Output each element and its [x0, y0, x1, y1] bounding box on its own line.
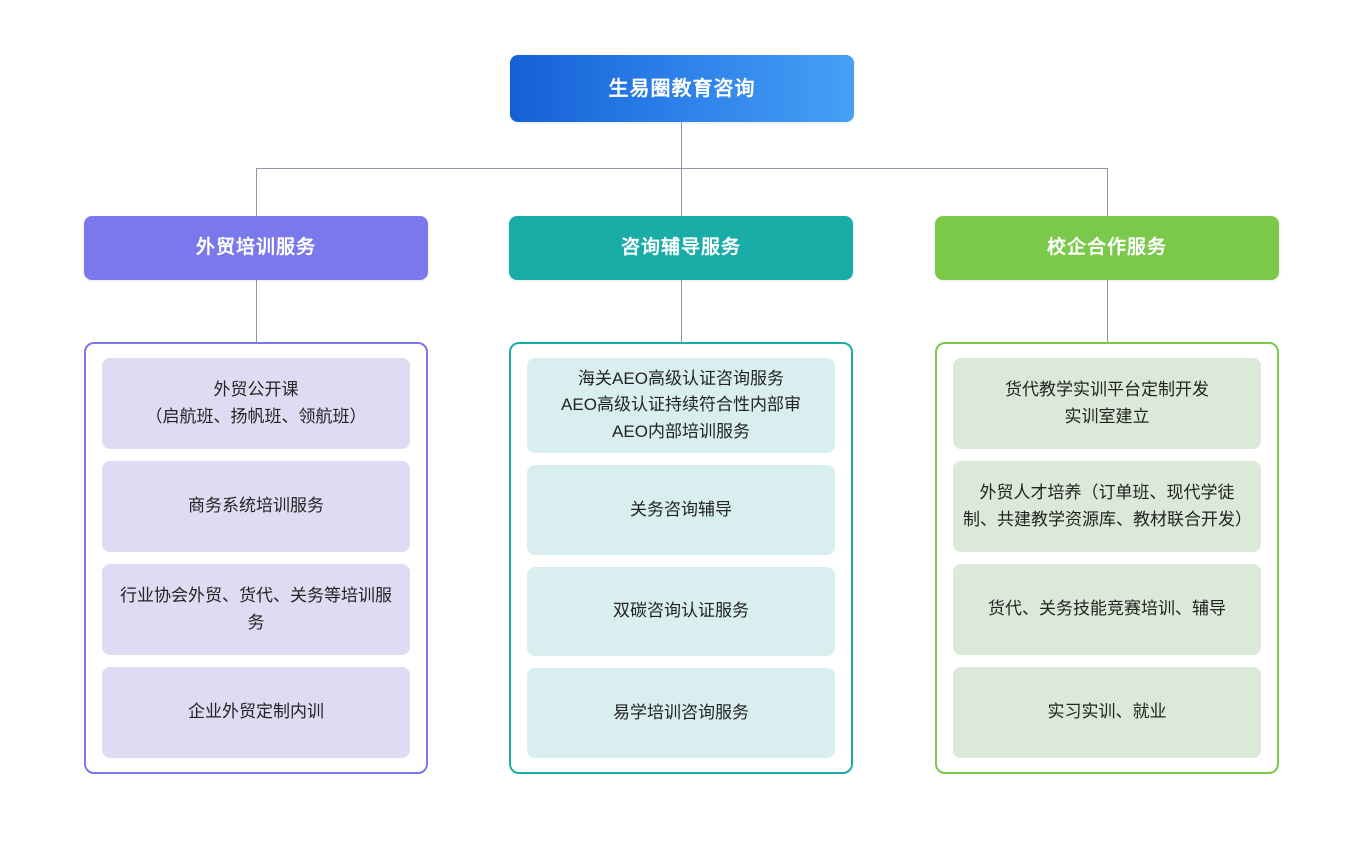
branch-panel-foreign-trade-training: 外贸公开课 （启航班、扬帆班、领航班） 商务系统培训服务 行业协会外贸、货代、关…	[84, 342, 428, 774]
list-item[interactable]: 货代、关务技能竞赛培训、辅导	[953, 564, 1261, 655]
branch-panel-consulting-tutoring: 海关AEO高级认证咨询服务 AEO高级认证持续符合性内部审 AEO内部培训服务 …	[509, 342, 853, 774]
branch-header-foreign-trade-training[interactable]: 外贸培训服务	[84, 216, 428, 280]
connector-stem-panel-2	[681, 280, 682, 342]
list-item[interactable]: 外贸人才培养（订单班、现代学徒制、共建教学资源库、教材联合开发）	[953, 461, 1261, 552]
list-item[interactable]: 双碳咨询认证服务	[527, 566, 835, 657]
list-item[interactable]: 海关AEO高级认证咨询服务 AEO高级认证持续符合性内部审 AEO内部培训服务	[527, 358, 835, 454]
branch-header-label: 校企合作服务	[1046, 236, 1167, 258]
list-item[interactable]: 关务咨询辅导	[527, 465, 835, 555]
list-item[interactable]: 易学培训咨询服务	[527, 668, 835, 758]
root-node[interactable]: 生易圈教育咨询	[510, 55, 854, 122]
branch-header-school-enterprise[interactable]: 校企合作服务	[935, 216, 1279, 280]
connector-root-stem	[681, 122, 682, 168]
connector-stem-panel-1	[256, 280, 257, 342]
list-item[interactable]: 外贸公开课 （启航班、扬帆班、领航班）	[102, 358, 410, 449]
list-item[interactable]: 商务系统培训服务	[102, 461, 410, 552]
connector-horizontal-bus	[256, 168, 1108, 169]
connector-drop-branch-1	[256, 168, 257, 216]
connector-drop-branch-3	[1107, 168, 1108, 216]
connector-stem-panel-3	[1107, 280, 1108, 342]
list-item[interactable]: 企业外贸定制内训	[102, 667, 410, 758]
branch-panel-school-enterprise: 货代教学实训平台定制开发 实训室建立 外贸人才培养（订单班、现代学徒制、共建教学…	[935, 342, 1279, 774]
list-item[interactable]: 行业协会外贸、货代、关务等培训服务	[102, 564, 410, 655]
connector-drop-branch-2	[681, 168, 682, 216]
branch-header-consulting-tutoring[interactable]: 咨询辅导服务	[509, 216, 853, 280]
branch-header-label: 咨询辅导服务	[620, 236, 741, 258]
root-node-label: 生易圈教育咨询	[608, 77, 756, 100]
list-item[interactable]: 货代教学实训平台定制开发 实训室建立	[953, 358, 1261, 449]
branch-header-label: 外贸培训服务	[195, 236, 316, 258]
list-item[interactable]: 实习实训、就业	[953, 667, 1261, 758]
